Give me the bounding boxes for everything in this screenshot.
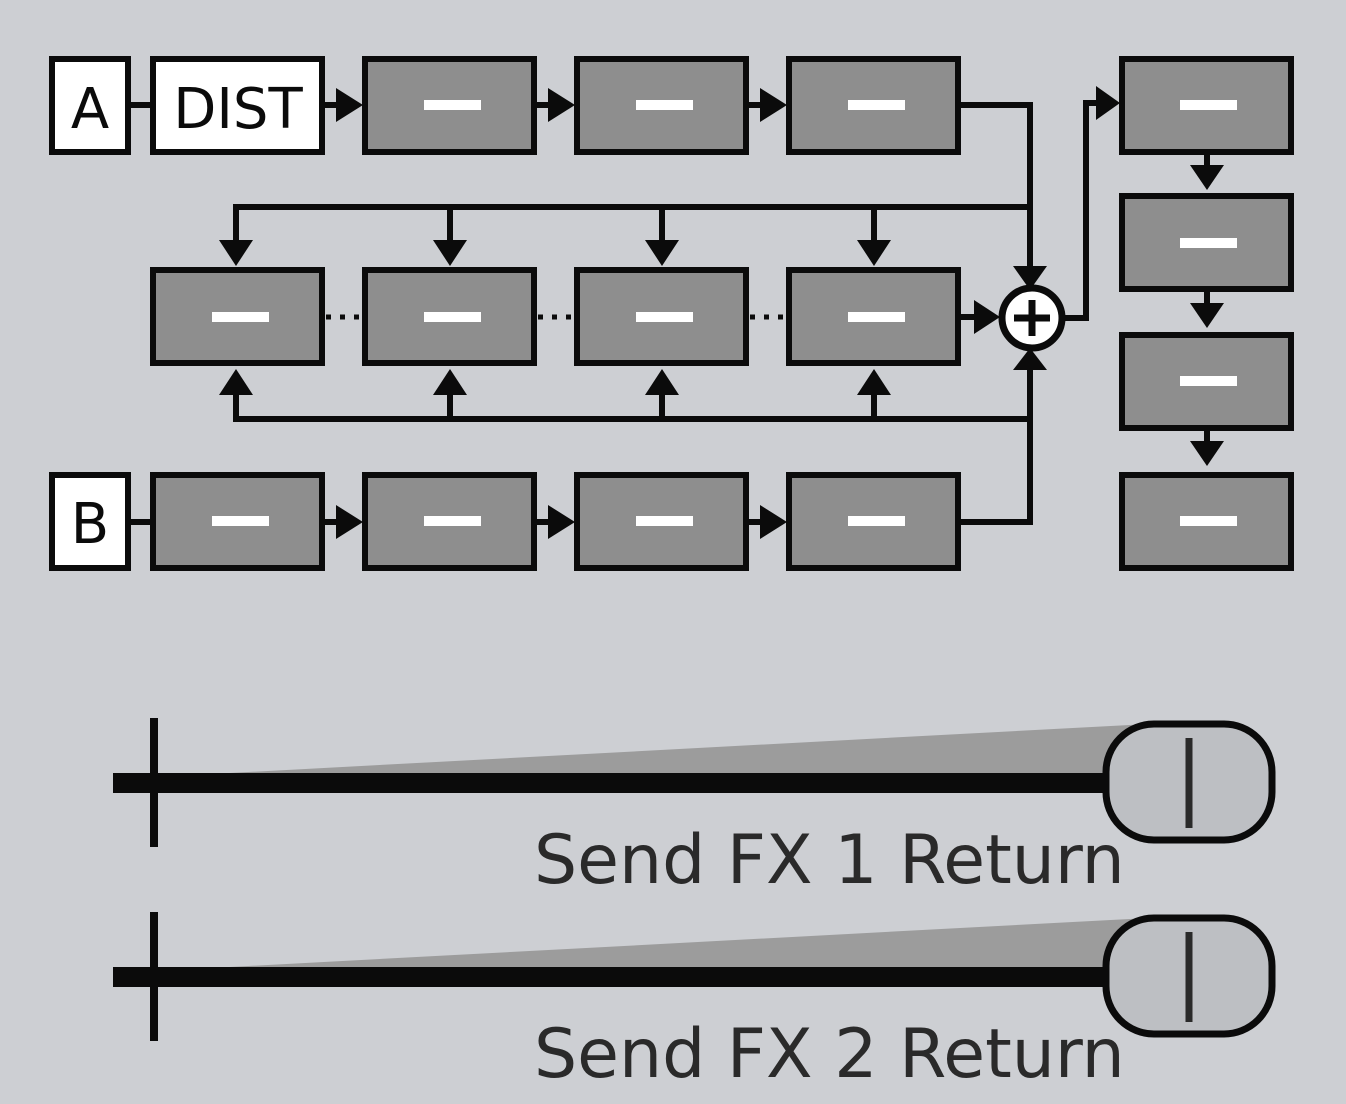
fader-label: Send FX 2 Return (534, 1015, 1125, 1094)
input-a[interactable]: A (49, 56, 131, 155)
input-b[interactable]: B (49, 472, 131, 571)
arrow-up-icon (645, 369, 679, 395)
sum-node (998, 284, 1066, 352)
arrow-right-icon (1096, 86, 1120, 120)
arrow-up-icon (857, 369, 891, 395)
arrow-right-icon (974, 300, 1000, 334)
empty-slot-icon (424, 100, 481, 110)
empty-slot-icon (1180, 376, 1237, 386)
slot-b-1[interactable] (150, 472, 325, 571)
empty-slot-icon (424, 312, 481, 322)
output-slot-2[interactable] (1119, 193, 1294, 292)
output-slot-3[interactable] (1119, 332, 1294, 431)
empty-slot-icon (848, 312, 905, 322)
parallel-slot-1[interactable] (150, 267, 325, 366)
empty-slot-icon (848, 100, 905, 110)
output-slot-1[interactable] (1119, 56, 1294, 155)
arrow-up-icon (219, 369, 253, 395)
slot-a-3[interactable] (786, 56, 961, 155)
arrow-down-icon (433, 240, 467, 266)
fader-label: Send FX 1 Return (534, 821, 1125, 900)
empty-slot-icon (636, 100, 693, 110)
arrow-right-icon (548, 505, 575, 539)
arrow-up-icon (1013, 348, 1047, 370)
arrow-right-icon (760, 88, 787, 122)
slot-b-4[interactable] (786, 472, 961, 571)
fader-level-ramp (155, 916, 1185, 971)
arrow-down-icon (1190, 303, 1224, 328)
dist-label: DIST (173, 77, 303, 142)
arrow-right-icon (548, 88, 575, 122)
arrow-down-icon (219, 240, 253, 266)
empty-slot-icon (1180, 516, 1237, 526)
arrow-down-icon (1190, 441, 1224, 466)
dist-slot[interactable]: DIST (150, 56, 325, 155)
send-fx-2-return-fader[interactable]: Send FX 2 Return (113, 912, 1276, 1094)
parallel-slot-4[interactable] (786, 267, 961, 366)
arrow-down-icon (857, 240, 891, 266)
empty-slot-icon (212, 516, 269, 526)
slot-b-3[interactable] (574, 472, 749, 571)
slot-a-1[interactable] (362, 56, 537, 155)
slot-b-2[interactable] (362, 472, 537, 571)
arrow-right-icon (336, 88, 363, 122)
output-slot-4[interactable] (1119, 472, 1294, 571)
input-a-label: A (71, 77, 109, 142)
send-fx-1-return-fader[interactable]: Send FX 1 Return (113, 718, 1276, 900)
arrow-right-icon (336, 505, 363, 539)
parallel-slot-3[interactable] (574, 267, 749, 366)
arrow-right-icon (760, 505, 787, 539)
slot-a-2[interactable] (574, 56, 749, 155)
empty-slot-icon (848, 516, 905, 526)
arrow-down-icon (645, 240, 679, 266)
empty-slot-icon (424, 516, 481, 526)
empty-slot-icon (636, 312, 693, 322)
input-b-label: B (71, 492, 109, 557)
arrow-up-icon (433, 369, 467, 395)
empty-slot-icon (212, 312, 269, 322)
arrow-down-icon (1013, 266, 1047, 290)
empty-slot-icon (1180, 100, 1237, 110)
fader-level-ramp (155, 722, 1185, 777)
arrow-down-icon (1190, 165, 1224, 190)
empty-slot-icon (636, 516, 693, 526)
parallel-slot-2[interactable] (362, 267, 537, 366)
empty-slot-icon (1180, 238, 1237, 248)
